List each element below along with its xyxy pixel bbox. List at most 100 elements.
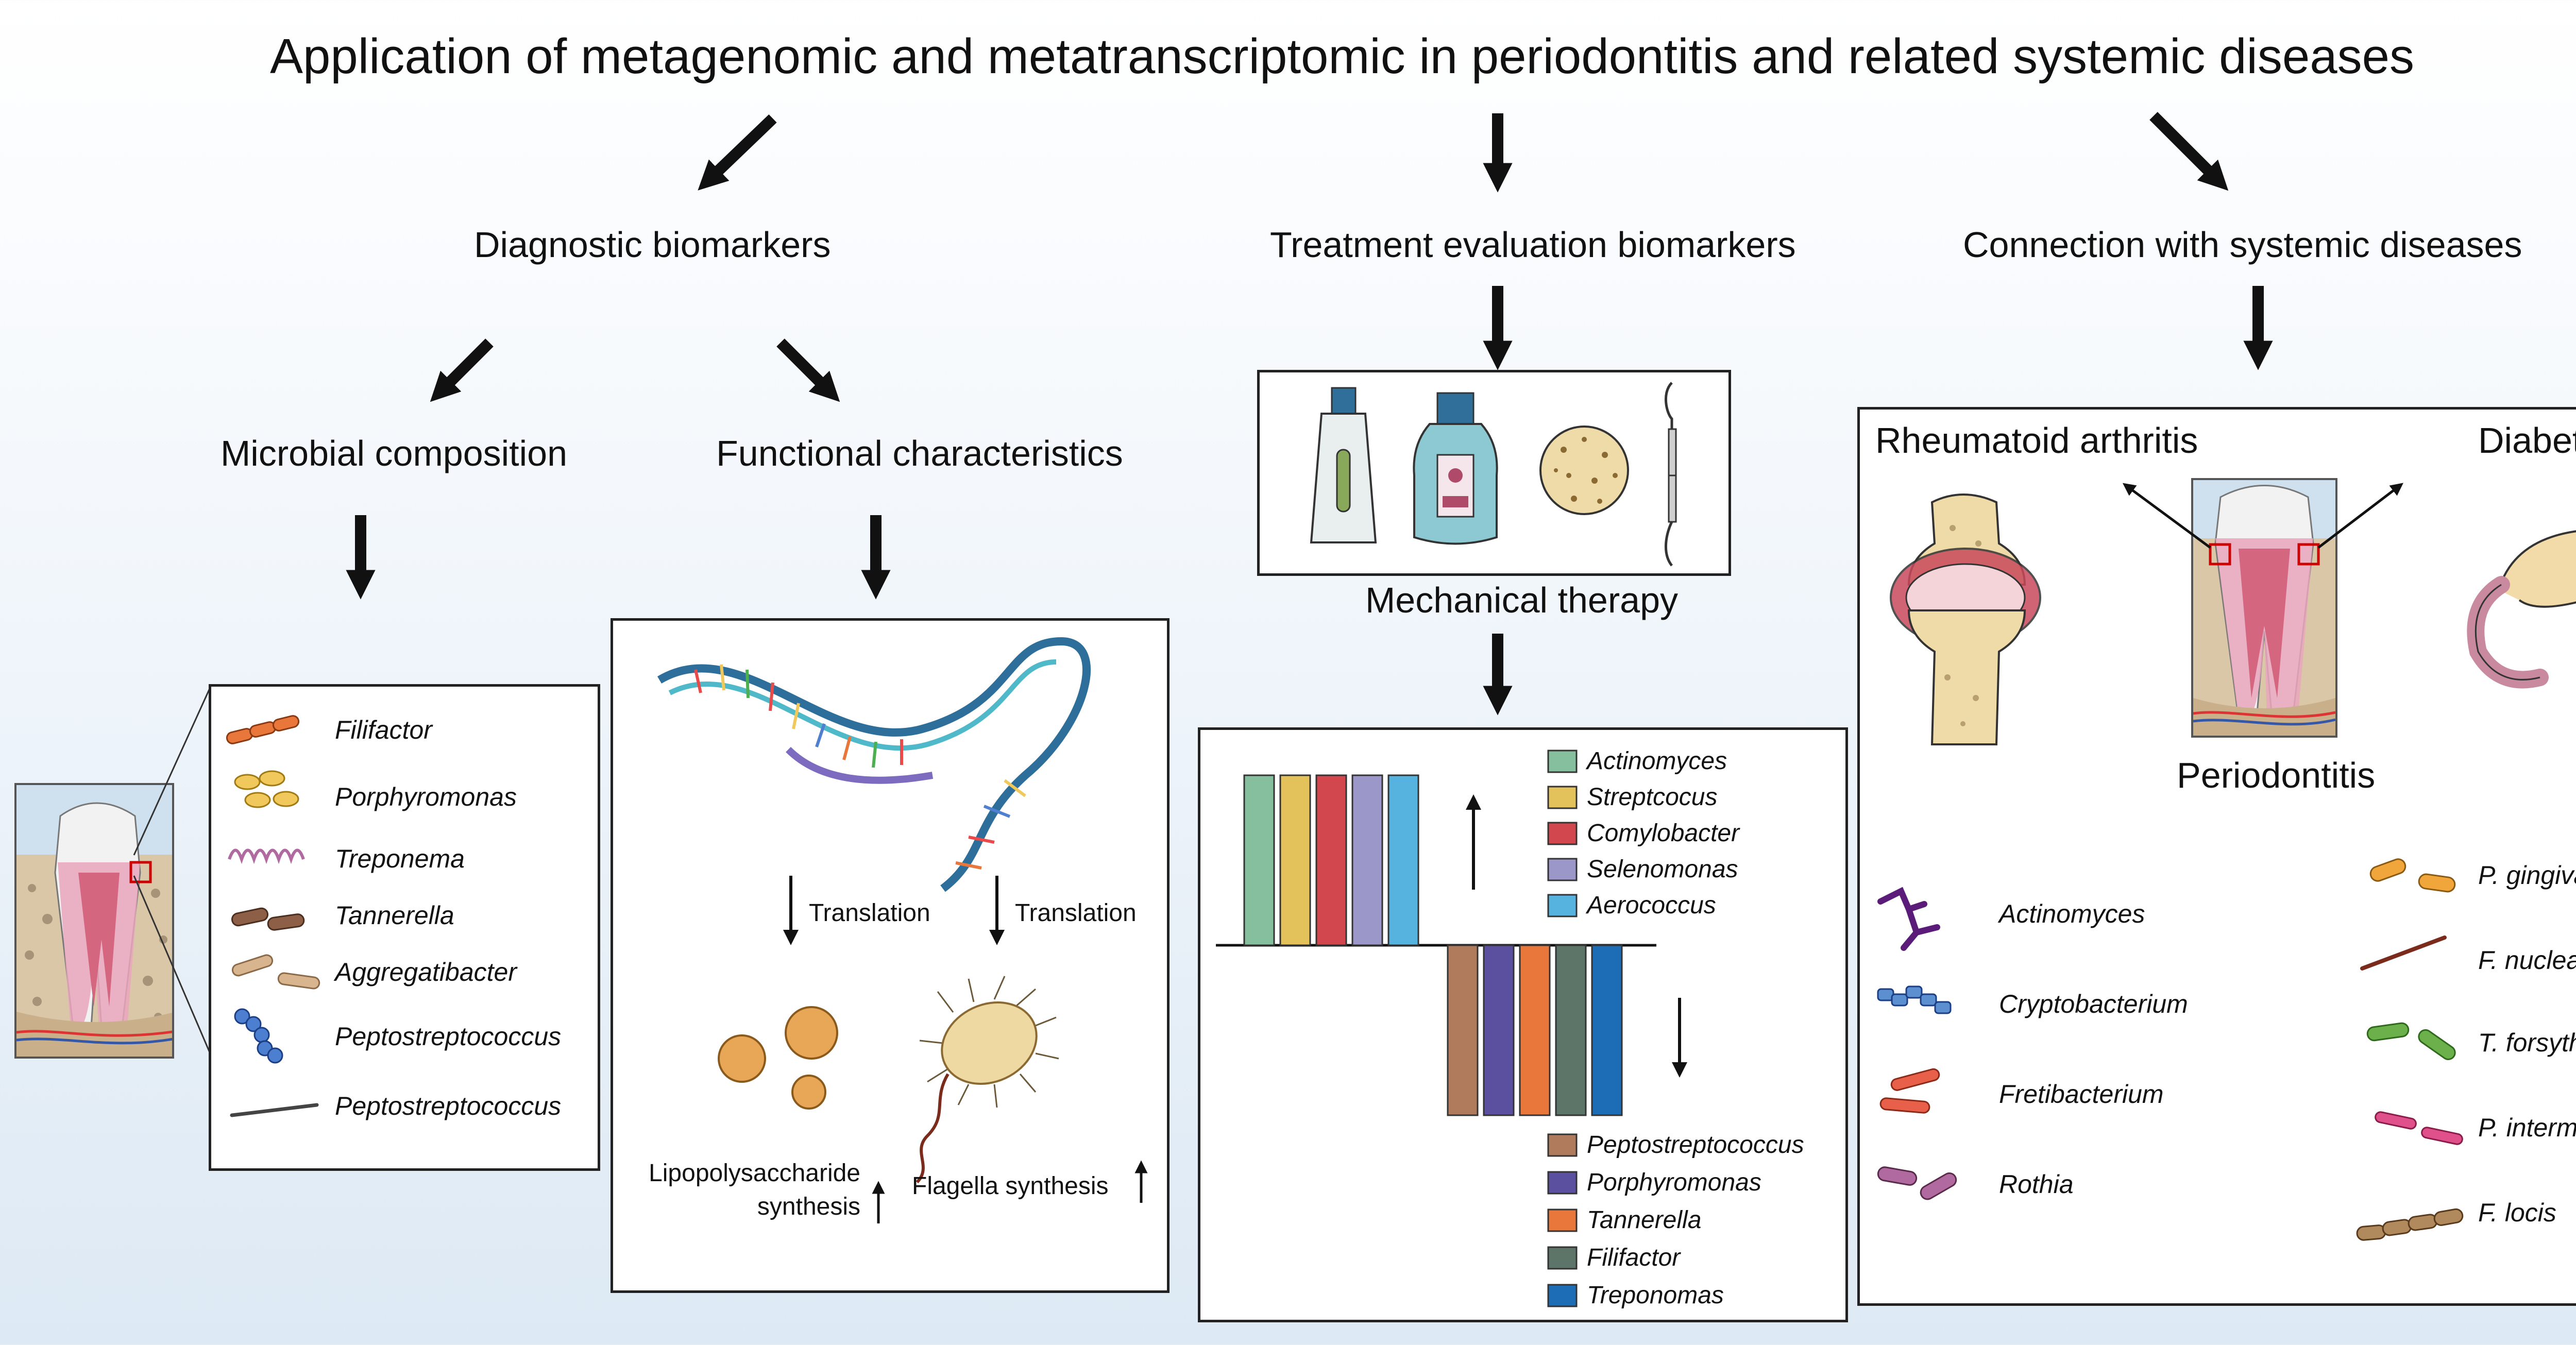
peptostreptococcus-icon [234, 1008, 283, 1064]
diagnostic-heading: Diagnostic biomarkers [474, 225, 831, 265]
bacterium-label: T. forsythia [2478, 1028, 2576, 1057]
t-forsythia-icon [2366, 1022, 2456, 1060]
legend-label: Comylobacter [1587, 820, 1740, 847]
increased-bar [1243, 774, 1275, 946]
joint-icon [1890, 493, 2041, 745]
increased-bar [1351, 774, 1383, 946]
mechanical-heading: Mechanical therapy [1365, 580, 1678, 620]
bacterium-label: Aggregatibacter [335, 958, 517, 986]
legend-swatch [1547, 822, 1578, 845]
systemic-box: Rheumatoid arthritis Diabetes Periodonti… [1857, 407, 2576, 1306]
microbial-box: Filifactor Porphyromonas Treponema Tanne… [209, 684, 600, 1171]
translation-label: Translation [1015, 899, 1137, 927]
legend-swatch [1547, 1208, 1578, 1232]
legend-swatch [1547, 786, 1578, 809]
legend-label: Streptcocus [1587, 784, 1717, 811]
legend-label: Filifactor [1587, 1244, 1681, 1271]
bacterium-label: Peptostreptococcus [335, 1092, 562, 1120]
legend-swatch [1547, 894, 1578, 917]
porphyromonas-icon [234, 770, 299, 808]
legend-swatch [1547, 858, 1578, 881]
abundance-chart: ActinomycesStreptcocusComylobacterSeleno… [1216, 747, 1804, 1309]
decreased-legend: PeptostreptococcusPorphyromonasTannerell… [1547, 1131, 1804, 1309]
arrow-to-systemic [2149, 112, 2229, 191]
tannerella-icon [231, 907, 305, 931]
scaler-icon [1664, 382, 1677, 567]
page-title: Application of metagenomic and metatrans… [269, 29, 2415, 84]
rothia-icon [1877, 1166, 1957, 1200]
legend-label: Selenomonas [1587, 856, 1738, 883]
rna-strand-icon [657, 637, 1091, 892]
fretibacterium-icon [1879, 1068, 1940, 1114]
legend-label: Porphyromonas [1587, 1169, 1761, 1196]
microbial-heading: Microbial composition [221, 433, 568, 473]
legend-swatch [1547, 1133, 1578, 1157]
increased-bar [1279, 774, 1311, 946]
lps-label: Lipopolysaccharide [649, 1160, 860, 1187]
filifactor-icon [226, 715, 300, 744]
bacterium-label: P. gingivalis [2478, 861, 2576, 890]
bacterium-label: P. intermedia [2478, 1113, 2576, 1142]
arrow-to-diagnostic [698, 114, 777, 191]
bacterium-label: Rothia [1999, 1170, 2074, 1199]
functional-heading: Functional characteristics [716, 433, 1123, 473]
bacterium-label: Porphyromonas [335, 782, 517, 811]
arrow-to-functional [776, 338, 840, 402]
systemic-heading: Connection with systemic diseases [1963, 225, 2522, 265]
bacterium-label: Tannerella [335, 901, 454, 930]
legend-label: Peptostreptococcus [1587, 1131, 1804, 1159]
bacterium-label: Cryptobacterium [1999, 990, 2188, 1018]
functional-illustration [657, 637, 1148, 1223]
bacterium-label: F. nucleatum [2478, 946, 2576, 975]
legend-swatch [1547, 1246, 1578, 1270]
bacterium-label: Fretibacterium [1999, 1080, 2164, 1109]
toothpaste-icon [1310, 387, 1377, 543]
flagella-label: Flagella synthesis [912, 1172, 1109, 1200]
tooth-illustration [14, 783, 174, 1059]
actinomyces-icon [1877, 887, 1940, 951]
arrow-to-microbial [430, 338, 494, 402]
translation-label: Translation [809, 899, 930, 927]
increased-bars [1243, 774, 1419, 946]
increased-legend: ActinomycesStreptcocusComylobacterSeleno… [1547, 747, 1740, 919]
bacteria-icons [226, 715, 320, 1117]
f-nucleatum-icon [2360, 935, 2447, 971]
systemic-illustration [1877, 478, 2576, 1241]
increased-bar [1387, 774, 1419, 946]
legend-label: Tannerella [1587, 1206, 1701, 1234]
ra-heading: Rheumatoid arthritis [1875, 420, 2198, 461]
legend-swatch [1547, 750, 1578, 773]
pancreas-icon [2467, 530, 2576, 689]
flagellated-bacterium-icon [916, 976, 1059, 1184]
bacterium-label: Treponema [335, 844, 465, 873]
legend-label: Aerococcus [1585, 892, 1716, 919]
p-intermedia-icon [2375, 1111, 2463, 1145]
decreased-bar [1555, 944, 1587, 1116]
decreased-bar [1519, 944, 1551, 1116]
treatment-heading: Treatment evaluation biomarkers [1270, 225, 1796, 265]
p-gingivalis-icon [2369, 858, 2456, 893]
peptostreptococcus-rod-icon [230, 1103, 319, 1117]
bacterium-label: Filifactor [335, 716, 432, 744]
therapy-tools-illustration [1310, 382, 1677, 567]
periodontitis-heading: Periodontitis [2177, 755, 2376, 795]
legend-label: Treponomas [1587, 1282, 1724, 1309]
decreased-bar [1483, 944, 1515, 1116]
legend-swatch [1547, 1284, 1578, 1307]
bacterium-label: Peptostreptococcus [335, 1022, 562, 1051]
diabetes-heading: Diabetes [2478, 420, 2576, 461]
decreased-bars [1447, 944, 1623, 1116]
bacterium-label: F. locis [2478, 1198, 2556, 1227]
tooth-icon [16, 802, 172, 1057]
increased-bar [1315, 774, 1347, 946]
lipopolysaccharide-icon [718, 1006, 838, 1110]
functional-box: Translation Translation Lipopolysacchari… [611, 618, 1170, 1293]
legend-label: Actinomyces [1585, 747, 1727, 775]
treponema-icon [228, 848, 305, 864]
lps-label: synthesis [757, 1193, 860, 1220]
bacterium-label: Actinomyces [1999, 899, 2145, 928]
legend-swatch [1547, 1171, 1578, 1195]
decreased-bar [1447, 944, 1479, 1116]
